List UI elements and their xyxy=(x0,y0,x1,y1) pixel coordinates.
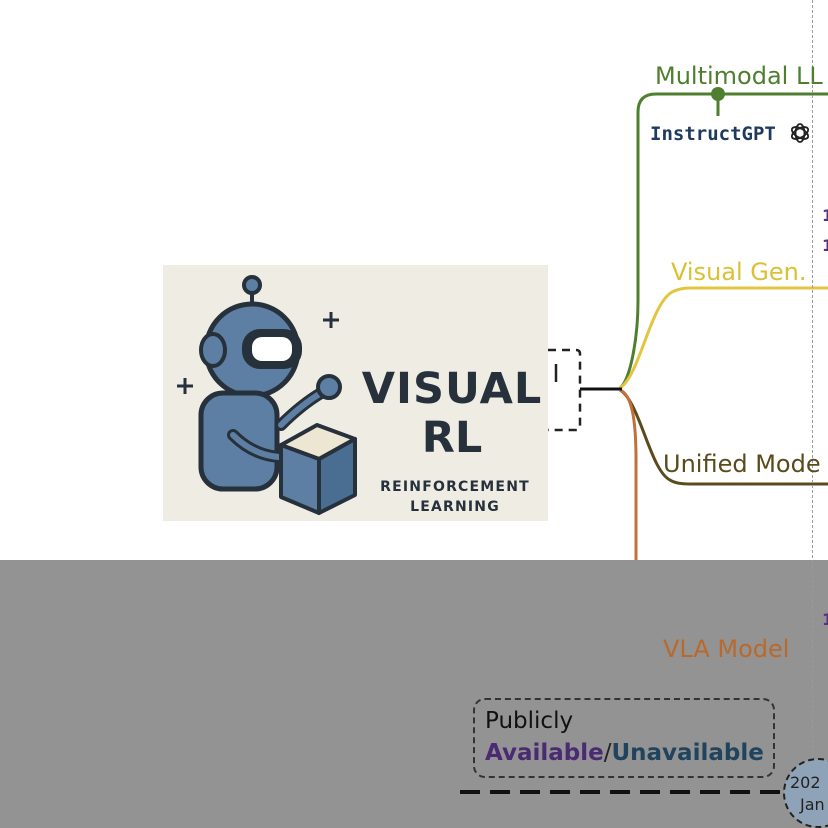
robot-icon xyxy=(177,275,342,492)
visual-rl-logo xyxy=(163,265,548,521)
model-instructgpt[interactable]: InstructGPT xyxy=(650,122,811,145)
branch-vla-label[interactable]: VLA Model xyxy=(663,635,790,663)
logo-title-line1: VISUAL xyxy=(361,364,543,414)
legend-line1: Publicly xyxy=(485,708,574,734)
branch-unified-label[interactable]: Unified Mode xyxy=(663,450,821,478)
partial-marker: 1 xyxy=(822,236,828,255)
branch-visual-gen-label[interactable]: Visual Gen. xyxy=(671,258,807,286)
logo-title: VISUAL RL xyxy=(352,368,552,460)
timeline-month: Jan xyxy=(800,794,825,814)
branch-multimodal-label[interactable]: Multimodal LL xyxy=(655,62,823,90)
legend-available: Available xyxy=(485,740,604,766)
logo-subtitle: REINFORCEMENT LEARNING xyxy=(355,478,555,517)
plus-icon xyxy=(323,312,339,328)
timeline-divider xyxy=(812,0,813,828)
openai-icon xyxy=(791,123,810,143)
plus-icon xyxy=(177,378,193,394)
timeline-node[interactable]: 202 Jan xyxy=(790,772,825,815)
partial-marker: 1 xyxy=(822,610,828,629)
gray-overlay xyxy=(0,560,828,828)
timeline-year: 202 xyxy=(790,773,821,792)
logo-title-line2: RL xyxy=(421,413,483,463)
legend-unavailable: Unavailable xyxy=(611,740,764,766)
legend-line2: Available/Unavailable xyxy=(485,740,764,766)
model-instructgpt-label: InstructGPT xyxy=(650,123,776,145)
legend-slash: / xyxy=(603,740,612,766)
partial-marker: 1 xyxy=(822,206,828,225)
cube-icon xyxy=(279,423,357,515)
logo-subtitle-line2: LEARNING xyxy=(410,498,500,515)
availability-legend: Publicly Available/Unavailable xyxy=(473,698,775,778)
logo-subtitle-line1: REINFORCEMENT xyxy=(380,479,530,495)
